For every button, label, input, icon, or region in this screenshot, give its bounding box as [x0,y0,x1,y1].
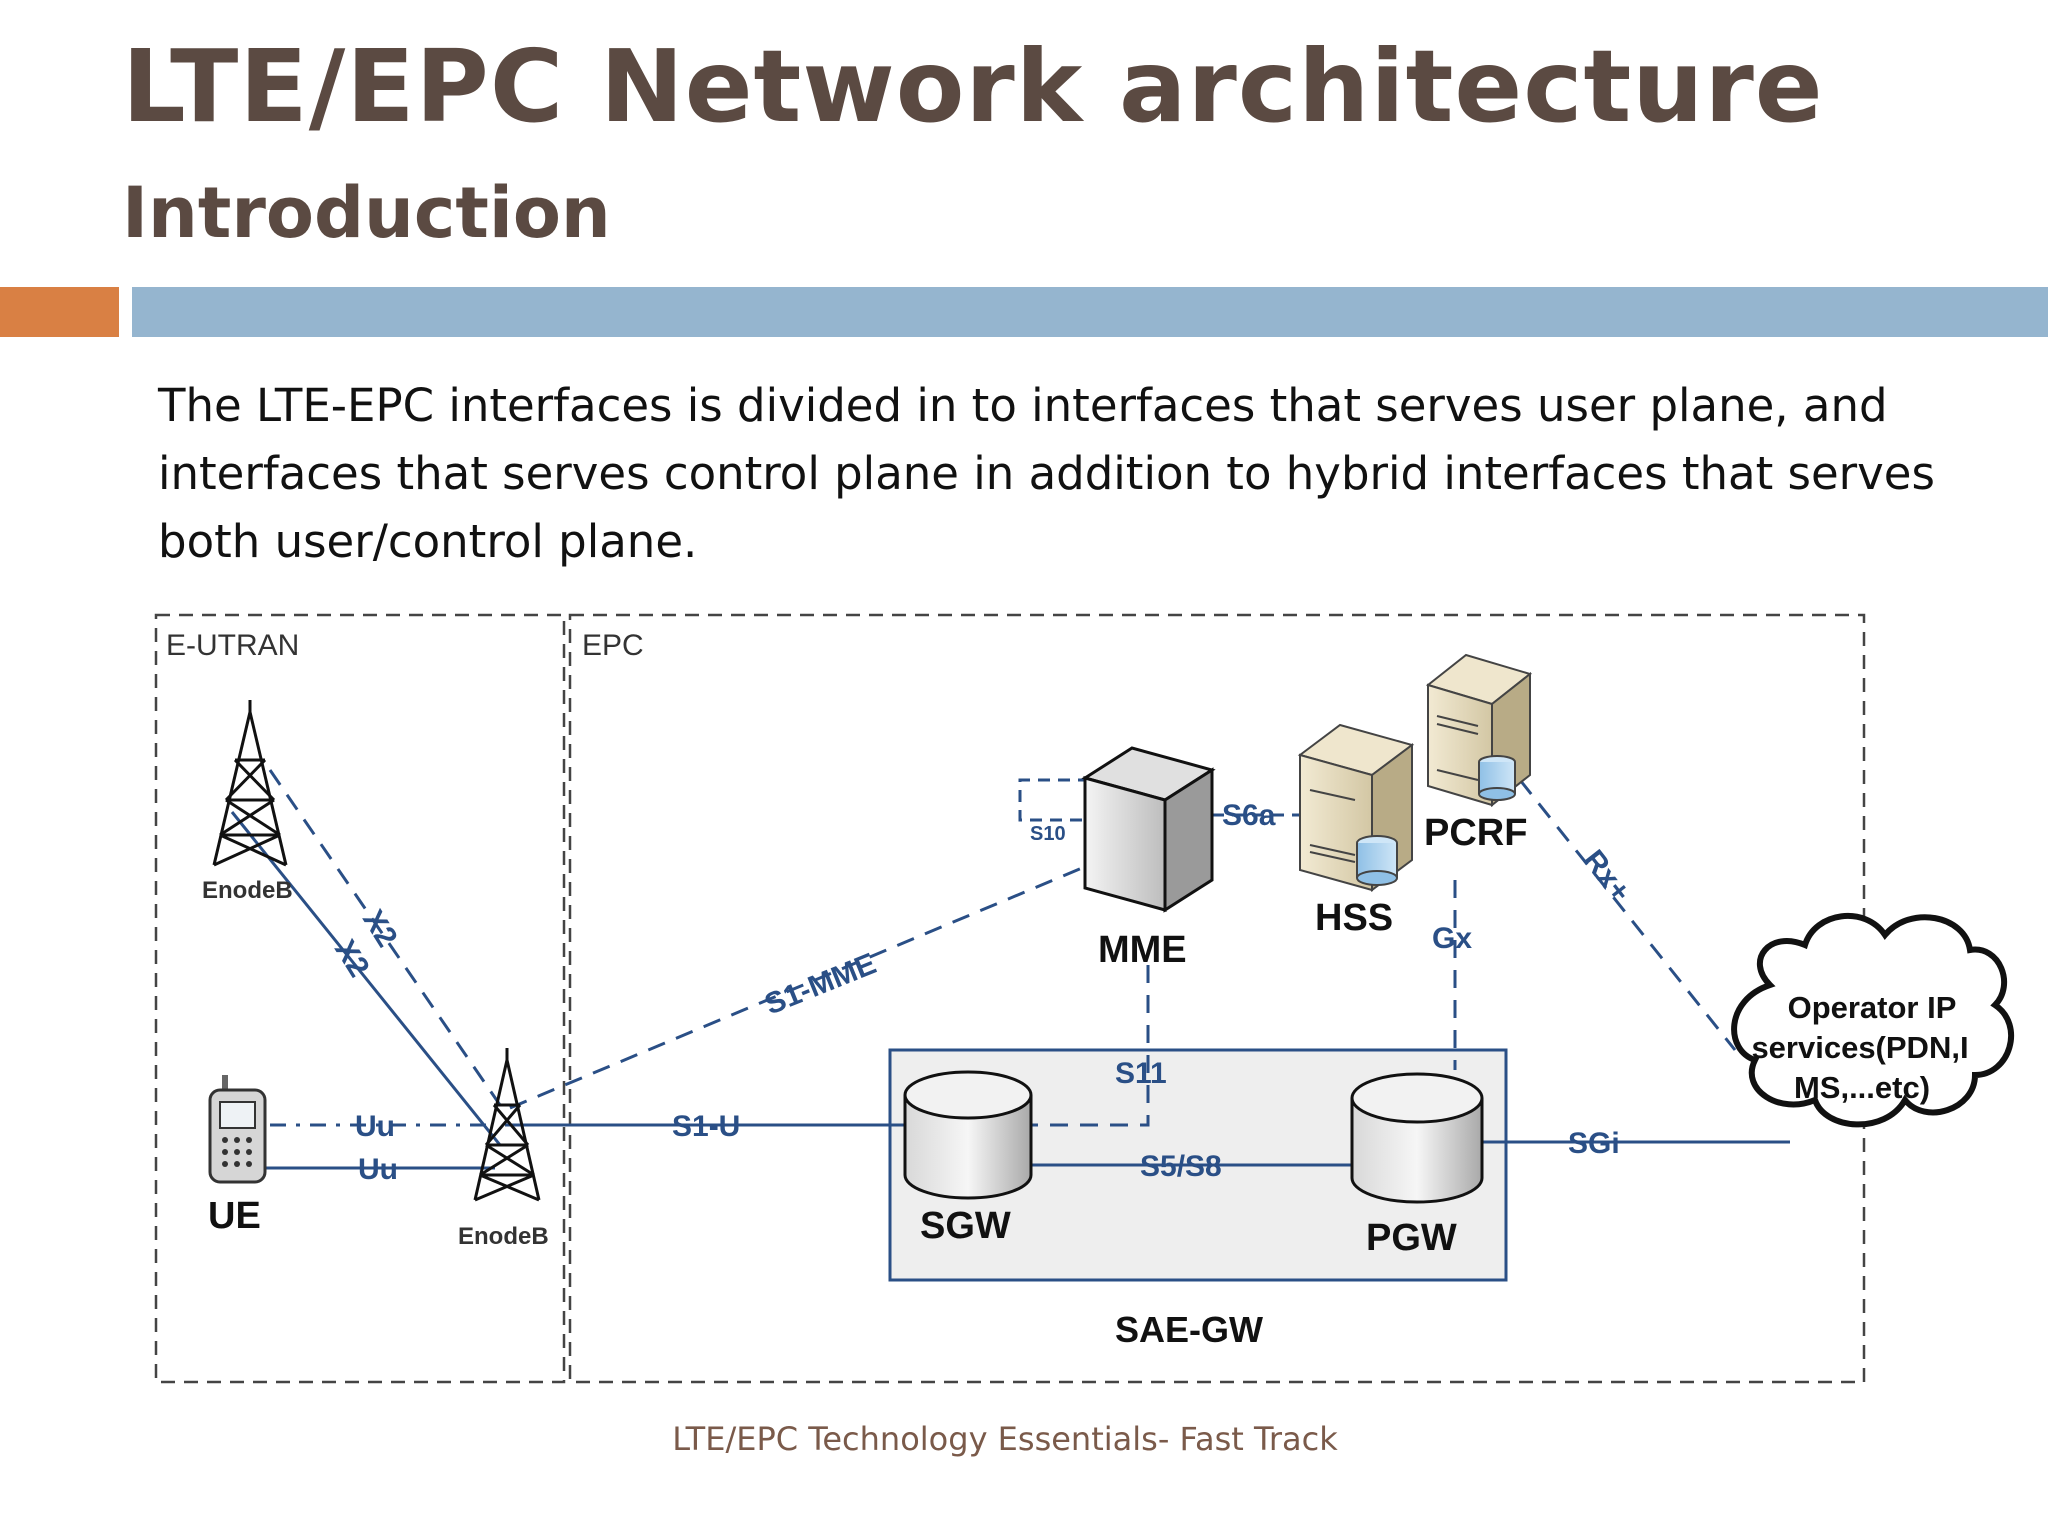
s10-line [1018,778,1085,822]
accent-bar-blue [132,287,2048,337]
pgw-cylinder-icon [1350,1072,1484,1204]
uu-label-a: Uu [355,1110,395,1143]
s11-label: S11 [1115,1057,1167,1090]
x2-dashed-line [268,769,502,1106]
operator-label-line1: Operator IP [1788,990,1957,1025]
s6a-label: S6a [1222,799,1276,832]
operator-label-line2: services(PDN,I [1751,1030,1968,1065]
rx-label: Rx+ [1576,844,1636,908]
epc-label: EPC [582,629,644,662]
operator-cloud-icon: Operator IP services(PDN,I MS,...etc) [1731,912,2014,1128]
enodeb-top-icon [212,700,288,867]
s1mme-line [509,866,1083,1110]
saegw-label: SAE-GW [1115,1309,1263,1350]
hss-server-icon [1297,723,1415,892]
x2-solid-line [230,811,502,1146]
s1mme-label: S1-MME [760,947,881,1021]
s10-label: S10 [1030,823,1066,845]
sgw-cylinder-icon [903,1070,1033,1200]
slide-footer: LTE/EPC Technology Essentials- Fast Trac… [672,1420,1338,1458]
enodeb-bottom-label: EnodeB [458,1223,549,1250]
pcrf-server-icon [1425,653,1533,808]
sgw-label: SGW [920,1205,1011,1247]
pgw-label: PGW [1366,1217,1457,1259]
mme-icon [1081,746,1216,913]
ue-phone-icon [208,1075,267,1184]
uu-label-b: Uu [358,1153,398,1186]
rx-line [1518,779,1737,1051]
accent-bar-orange [0,287,119,337]
body-paragraph: The LTE-EPC interfaces is divided in to … [158,379,1935,568]
slide-subtitle: Introduction [122,172,611,254]
pcrf-label: PCRF [1424,812,1527,854]
hss-label: HSS [1315,897,1393,939]
enodeb-bottom-icon [473,1048,541,1202]
enodeb-top-label: EnodeB [202,877,293,904]
s11-line [1030,965,1150,1127]
s5s8-label: S5/S8 [1140,1150,1222,1183]
epc-region: EPC [568,613,1866,1384]
ue-label: UE [208,1195,261,1237]
gx-label: Gx [1432,922,1472,955]
slide-title: LTE/EPC Network architecture [122,28,1824,145]
operator-label-line3: MS,...etc) [1794,1070,1930,1105]
sgi-label: SGi [1568,1127,1620,1160]
mme-label: MME [1098,929,1187,971]
eutran-label: E-UTRAN [166,629,299,662]
eutran-region: E-UTRAN [154,613,566,1384]
s1u-label: S1-U [672,1110,740,1143]
interface-lines [230,769,1790,1170]
